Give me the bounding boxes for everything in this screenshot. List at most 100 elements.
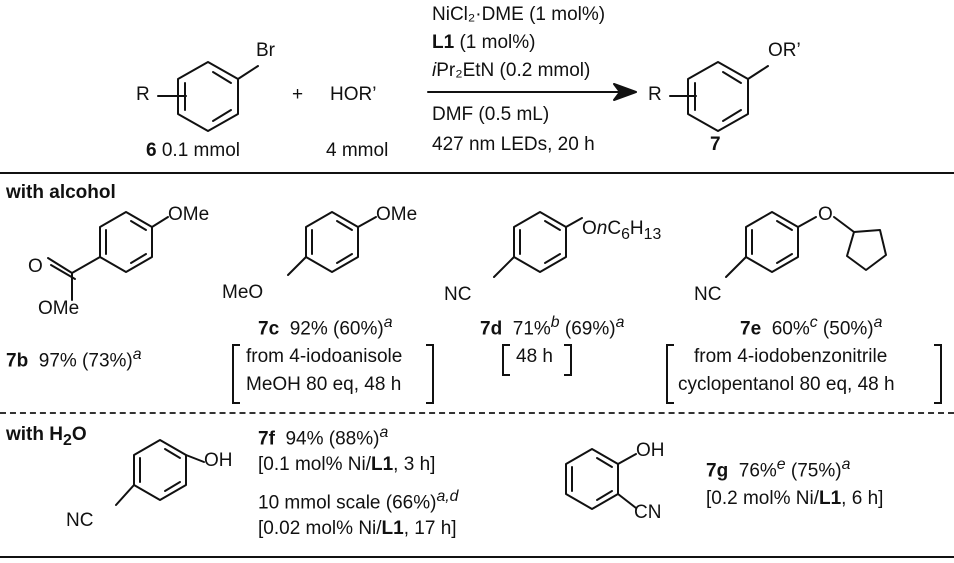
reactant-amount: 0.1 mmol	[161, 140, 240, 161]
reagent-amount: 4 mmol	[326, 140, 389, 161]
7d-substituent: OnC6H13	[582, 218, 661, 244]
entry-7b-id: 7b	[6, 350, 29, 372]
7d-h: H	[629, 218, 644, 239]
entry-7d-id: 7d	[480, 318, 503, 340]
7c-note-1: from 4-iodoanisole	[246, 346, 403, 367]
7g-cond-pre: [0.2 mol% Ni/	[706, 488, 819, 509]
7f-cond1-pre: [0.1 mol% Ni/	[258, 454, 371, 475]
entry-7d-footnote-1: b	[550, 314, 560, 331]
7b-ester-ome: OMe	[38, 298, 80, 319]
base-amount: Pr₂EtN (0.2 mmol)	[436, 60, 591, 81]
entry-7f-scale: 10 mmol scale (66%)a,d	[258, 488, 458, 514]
entry-7e-footnote-1: c	[809, 314, 818, 331]
section-water-suffix: O	[71, 424, 87, 445]
entry-7g-footnote-2: a	[841, 456, 851, 473]
entry-7b-value: 97% (73%)	[38, 350, 133, 372]
entry-7e-footnote-2: a	[873, 314, 883, 331]
entry-7f-conditions-2: [0.02 mol% Ni/L1, 17 h]	[258, 518, 457, 540]
7d-n: n	[596, 218, 608, 239]
structure-7d	[493, 211, 583, 278]
ligand-label: L1	[432, 32, 455, 53]
entry-7g-value-1: 76%	[738, 460, 777, 482]
7f-oh: OH	[204, 450, 233, 471]
condition-catalyst: NiCl₂·DME (1 mol%)	[432, 4, 606, 25]
section-alcohol: with alcohol	[6, 182, 116, 203]
entry-7d-value-2: (69%)	[559, 318, 616, 340]
entry-7f-footnote: a	[379, 424, 389, 441]
7e-bracket-right	[934, 344, 942, 404]
7g-cn: CN	[634, 502, 662, 523]
entry-7e-yield: 7e 60%c (50%)a	[740, 314, 882, 340]
7f-scale-footnote: a,d	[436, 488, 459, 505]
structure-7f	[115, 439, 205, 506]
structure-7b	[47, 211, 169, 301]
7d-h-sub: 13	[643, 225, 662, 243]
7e-o: O	[818, 204, 833, 225]
entry-7g-value-2: (75%)	[785, 460, 842, 482]
7c-note-2: MeOH 80 eq, 48 h	[246, 374, 402, 395]
divider-bottom	[0, 556, 954, 558]
entry-7e-id: 7e	[740, 318, 762, 340]
7d-bracket-right	[564, 344, 572, 376]
base-prefix: i	[432, 60, 437, 81]
entry-7d-value-1: 71%	[512, 318, 551, 340]
reaction-arrow	[427, 83, 637, 101]
7f-cond2-ligand: L1	[381, 518, 404, 539]
ligand-amount: (1 mol%)	[454, 32, 536, 53]
7d-c-sub: 6	[621, 225, 630, 243]
section-water-prefix: with H	[6, 424, 63, 445]
divider-dashed	[0, 412, 954, 414]
section-water-sub: 2	[63, 431, 72, 449]
entry-7e-value-1: 60%	[771, 318, 810, 340]
entry-7c-id: 7c	[258, 318, 280, 340]
reactant-label: 6	[146, 140, 157, 161]
entry-7f-value: 94% (88%)	[285, 428, 380, 450]
7g-cond-ligand: L1	[818, 488, 842, 509]
7f-cond1-post: , 3 h]	[393, 454, 436, 475]
7d-bracket-left	[502, 344, 510, 376]
condition-solvent: DMF (0.5 mL)	[432, 104, 550, 125]
7c-bracket-right	[426, 344, 434, 404]
7b-carbonyl-o: O	[28, 256, 43, 277]
divider-top	[0, 172, 954, 174]
entry-7g-footnote-1: e	[776, 456, 786, 473]
entry-7c-value: 92% (60%)	[289, 318, 384, 340]
7b-ome: OMe	[168, 204, 210, 225]
entry-7f-yield: 7f 94% (88%)a	[258, 424, 388, 450]
7g-cond-post: , 6 h]	[841, 488, 884, 509]
7g-oh: OH	[636, 440, 665, 461]
entry-7e-value-2: (50%)	[817, 318, 874, 340]
entry-7b-yield: 7b 97% (73%)a	[6, 346, 142, 372]
condition-ligand: L1 (1 mol%)	[432, 32, 535, 54]
7e-bracket-left	[666, 344, 674, 404]
entry-7g-id: 7g	[706, 460, 729, 482]
plus-sign: +	[292, 84, 304, 105]
entry-7b-footnote: a	[132, 346, 142, 363]
structure-7g	[565, 448, 637, 510]
7f-cond2-pre: [0.02 mol% Ni/	[258, 518, 382, 539]
7d-nc: NC	[444, 284, 472, 305]
7e-note-2: cyclopentanol 80 eq, 48 h	[678, 374, 895, 395]
entry-7c-footnote: a	[383, 314, 393, 331]
product-label: 7	[710, 134, 721, 155]
7f-cond2-post: , 17 h]	[403, 518, 457, 539]
entry-7f-id: 7f	[258, 428, 275, 450]
product-or-group: OR’	[768, 40, 801, 61]
condition-base: iPr₂EtN (0.2 mmol)	[432, 60, 590, 82]
bromine-atom: Br	[256, 40, 275, 61]
r-group-product: R	[648, 84, 662, 105]
7e-nc: NC	[694, 284, 722, 305]
r-group-reactant: R	[136, 84, 150, 105]
section-water: with H2O	[6, 424, 87, 450]
entry-7g-yield: 7g 76%e (75%)a	[706, 456, 850, 482]
7c-bracket-left	[232, 344, 240, 404]
7c-meo: MeO	[222, 282, 264, 303]
entry-7c-yield: 7c 92% (60%)a	[258, 314, 393, 340]
7d-note: 48 h	[516, 346, 553, 367]
entry-7d-footnote-2: a	[615, 314, 625, 331]
7f-scale-value: 10 mmol scale (66%)	[258, 492, 437, 514]
7f-cond1-ligand: L1	[370, 454, 394, 475]
alcohol-reagent: HOR’	[330, 84, 377, 105]
aryl-ether-structure	[669, 61, 769, 132]
